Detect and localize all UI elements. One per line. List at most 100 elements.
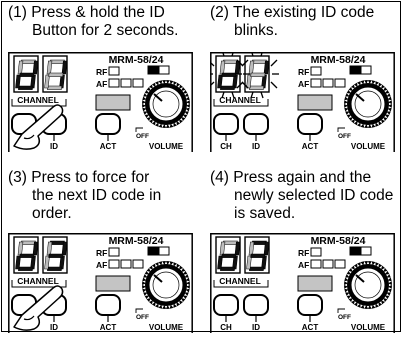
act-display-window <box>297 275 333 292</box>
af-level-indicator <box>108 259 120 269</box>
volume-label: VOLUME <box>149 142 184 151</box>
af-level-indicator <box>334 78 346 88</box>
display-digit-right <box>244 236 270 274</box>
status-indicator-on <box>349 65 361 75</box>
act-button-label: ACT <box>302 323 319 332</box>
off-marker <box>337 127 345 132</box>
act-button-label: ACT <box>302 142 319 151</box>
af-label: AF <box>96 260 107 270</box>
status-indicator-off <box>158 246 170 256</box>
act-display-window <box>297 94 333 111</box>
pressing-hand-icon <box>13 104 64 150</box>
display-digit-left <box>215 55 241 93</box>
step-caption-continuation: is saved. <box>234 205 296 222</box>
step-text: The existing ID code <box>232 4 375 21</box>
step-caption-continuation: newly selected ID code <box>234 187 394 204</box>
rf-label: RF <box>298 248 309 258</box>
id-button[interactable] <box>243 113 269 135</box>
rf-indicator <box>310 66 322 76</box>
off-marker <box>135 127 143 132</box>
af-level-indicator <box>310 78 322 88</box>
channel-bracket <box>213 280 269 288</box>
af-level-indicator <box>322 78 334 88</box>
volume-knob[interactable] <box>344 80 392 128</box>
af-level-indicator <box>120 78 132 88</box>
off-label: OFF <box>338 133 351 140</box>
act-button[interactable] <box>95 294 121 316</box>
ch-button[interactable] <box>213 113 239 135</box>
step-text: Press to force for <box>31 169 150 186</box>
channel-label: CHANNEL <box>219 95 261 105</box>
act-button[interactable] <box>297 113 323 135</box>
id-button-label: ID <box>50 142 58 151</box>
ch-button[interactable] <box>213 294 239 316</box>
af-level-indicator <box>310 259 322 269</box>
step-number: (1) <box>8 4 27 21</box>
af-level-indicator <box>132 78 144 88</box>
blink-rays-icon <box>235 49 279 99</box>
channel-label: CHANNEL <box>219 276 261 286</box>
id-button-label: ID <box>252 142 260 151</box>
ch-button-label: CH <box>220 142 232 151</box>
step-caption-first-line: (1) Press & hold the ID <box>8 4 198 22</box>
step-caption-first-line: (3) Press to force for <box>8 169 198 187</box>
channel-bracket <box>11 280 67 288</box>
channel-label: CHANNEL <box>17 276 59 286</box>
diagram-frame <box>1 1 401 332</box>
af-level-indicator <box>334 259 346 269</box>
af-label: AF <box>298 260 309 270</box>
off-label: OFF <box>136 133 149 140</box>
rf-label: RF <box>96 248 107 258</box>
step-caption-first-line: (2) The existing ID code <box>210 4 400 22</box>
display-digit-left <box>13 236 39 274</box>
status-indicator-off <box>360 246 372 256</box>
volume-label: VOLUME <box>149 323 184 332</box>
step-text: Press again and the <box>233 169 372 186</box>
af-level-indicator <box>132 259 144 269</box>
ch-button-label: CH <box>220 323 232 332</box>
step-number: (4) <box>210 169 229 186</box>
channel-bracket <box>213 99 269 107</box>
channel-bracket <box>11 99 67 107</box>
off-marker <box>135 308 143 313</box>
panel-outline <box>8 52 193 152</box>
act-display-window <box>95 94 131 111</box>
volume-knob[interactable] <box>344 261 392 309</box>
act-button-label: ACT <box>100 142 117 151</box>
volume-knob[interactable] <box>142 80 190 128</box>
af-level-indicator <box>322 259 334 269</box>
af-label: AF <box>96 79 107 89</box>
display-digit-left <box>13 55 39 93</box>
id-button[interactable] <box>243 294 269 316</box>
id-button-label: ID <box>50 323 58 332</box>
act-button[interactable] <box>95 113 121 135</box>
status-indicator-off <box>360 65 372 75</box>
step-caption-continuation: the next ID code in <box>32 187 162 204</box>
panel-outline <box>8 233 193 333</box>
panel-outline <box>210 233 395 333</box>
model-label: MRM-58/24 <box>109 235 164 247</box>
status-indicator-on <box>147 246 159 256</box>
model-label: MRM-58/24 <box>311 54 366 66</box>
step-number: (2) <box>210 4 229 21</box>
model-label: MRM-58/24 <box>109 54 164 66</box>
rf-label: RF <box>298 67 309 77</box>
display-digit-left <box>215 236 241 274</box>
af-level-indicator <box>120 259 132 269</box>
step-number: (3) <box>8 169 27 186</box>
act-button[interactable] <box>297 294 323 316</box>
panel-outline <box>210 52 395 152</box>
af-level-indicator <box>108 78 120 88</box>
volume-knob[interactable] <box>142 261 190 309</box>
status-indicator-on <box>349 246 361 256</box>
step-caption-continuation: blinks. <box>234 22 278 39</box>
